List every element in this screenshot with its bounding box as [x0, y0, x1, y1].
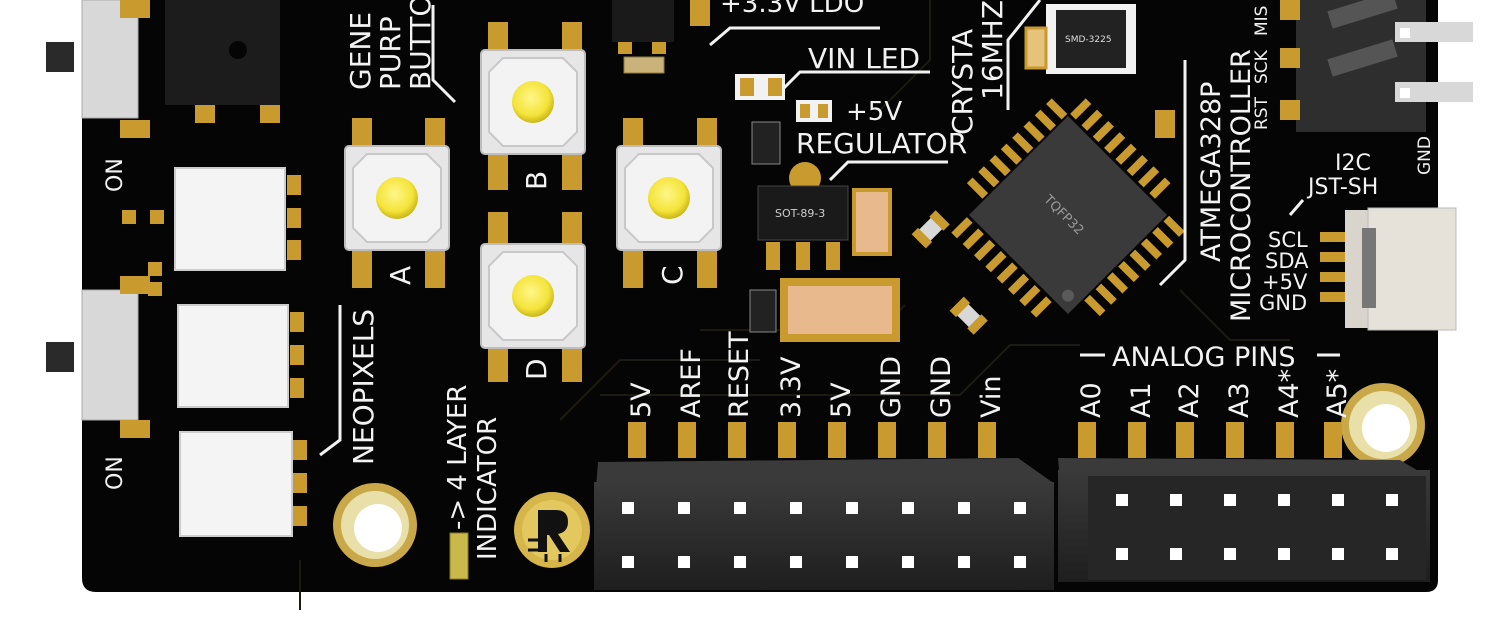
- ldo-label: +3.3V LDO: [720, 0, 864, 19]
- diode-small-2: [749, 289, 777, 333]
- power-pin-5v-2: 5V: [826, 382, 857, 418]
- regulator-label: REGULATOR: [796, 127, 967, 160]
- button-b-label: B: [520, 171, 553, 190]
- analog-pin-a0: A0: [1076, 382, 1107, 418]
- crystal-label-line1: CRYSTA: [946, 29, 979, 135]
- neopixel-led-2: [177, 304, 304, 408]
- vin-led-label: VIN LED: [808, 42, 920, 75]
- power-header: [594, 458, 1054, 590]
- logo-icon: [514, 492, 590, 568]
- isp-label-mis: MIS: [1252, 6, 1272, 36]
- power-pin-vin: Vin: [976, 376, 1007, 419]
- button-a: [344, 118, 450, 288]
- layer-indicator-line2: INDICATOR: [473, 417, 503, 560]
- power-pin-3v3: 3.3V: [776, 356, 807, 418]
- button-d-label: D: [520, 358, 553, 380]
- button-a-label: A: [384, 266, 417, 285]
- crystal-label-line2: 16MHZ: [976, 0, 1009, 100]
- slide-switch-top: [46, 0, 150, 138]
- resistor-small-1: [911, 210, 950, 249]
- i2c-label-line1: I2C: [1335, 151, 1371, 176]
- i2c-label-line2: JST-SH: [1306, 175, 1378, 200]
- switch-on-label-top: ON: [103, 158, 128, 192]
- i2c-pin-scl: SCL: [1268, 228, 1308, 252]
- neopixel-led-1: [174, 167, 301, 271]
- capacitor-tantalum: [780, 278, 900, 342]
- switch-on-label-bottom: ON: [103, 456, 128, 490]
- power-pin-reset: RESET: [724, 331, 755, 418]
- analog-pins-title: ANALOG PINS: [1112, 342, 1296, 373]
- button-d: [480, 212, 586, 382]
- button-b: [480, 22, 586, 190]
- buzzer: [165, 0, 280, 123]
- analog-header-pads: [1078, 422, 1342, 458]
- plus5v-label: +5V: [846, 97, 902, 127]
- power-header-pads: [628, 422, 996, 458]
- layer-indicator-pad: [449, 532, 469, 580]
- i2c-pin-5v: +5V: [1262, 270, 1308, 294]
- crystal-cap-left: [1024, 26, 1048, 70]
- ldo-regulator: [612, 0, 710, 74]
- layer-indicator-line1: -> 4 LAYER: [443, 385, 473, 530]
- diode-small: [751, 121, 781, 165]
- cap-right-of-mcu: [1155, 110, 1175, 138]
- vin-led: [735, 74, 785, 100]
- analog-pin-a1: A1: [1126, 382, 1157, 418]
- resistor-small-2: [949, 296, 988, 335]
- analog-pin-a2: A2: [1174, 382, 1205, 418]
- i2c-pin-sda: SDA: [1265, 249, 1309, 273]
- crystal-marking: SMD-3225: [1065, 35, 1112, 45]
- jst-sh-connector: [1320, 207, 1457, 331]
- sot89-regulator: SOT-89-3: [757, 162, 849, 270]
- power-pin-gnd-2: GND: [926, 356, 957, 418]
- capacitor-1: [852, 188, 892, 256]
- isp-label-rst: RST: [1252, 96, 1272, 130]
- atmega328p-chip: [951, 98, 1185, 318]
- power-pin-5v: 5V: [626, 382, 657, 418]
- isp-header: [1280, 0, 1473, 132]
- button-title-line2: PURP: [374, 16, 407, 90]
- slide-switch-bottom: [46, 276, 150, 438]
- neopixel-led-3: [179, 431, 307, 537]
- analog-pin-a3: A3: [1224, 382, 1255, 418]
- analog-pin-a5: A5*: [1322, 369, 1353, 418]
- button-title-line1: GENE: [344, 12, 377, 90]
- sot89-marking: SOT-89-3: [775, 207, 825, 220]
- power-pin-gnd-1: GND: [876, 356, 907, 418]
- i2c-pin-gnd: GND: [1259, 291, 1307, 315]
- neopixels-label: NEOPIXELS: [347, 309, 380, 465]
- mounting-hole-left: [333, 483, 417, 567]
- analog-pin-a4: A4*: [1274, 369, 1305, 418]
- isp-label-sck: SCK: [1252, 49, 1272, 84]
- mcu-label-line1: ATMEGA328P: [1196, 82, 1227, 262]
- crystal-16mhz: SMD-3225: [1046, 4, 1136, 74]
- mounting-hole-right: [1341, 383, 1425, 467]
- copper-traces: [299, 0, 1290, 610]
- button-c-label: C: [656, 265, 689, 285]
- analog-header: [1058, 458, 1430, 582]
- button-c: [616, 118, 722, 288]
- power-pin-aref: AREF: [676, 348, 707, 418]
- gnd-edge-label: GND: [1415, 136, 1435, 175]
- mcu-label-line2: MICROCONTROLLER: [1226, 49, 1257, 322]
